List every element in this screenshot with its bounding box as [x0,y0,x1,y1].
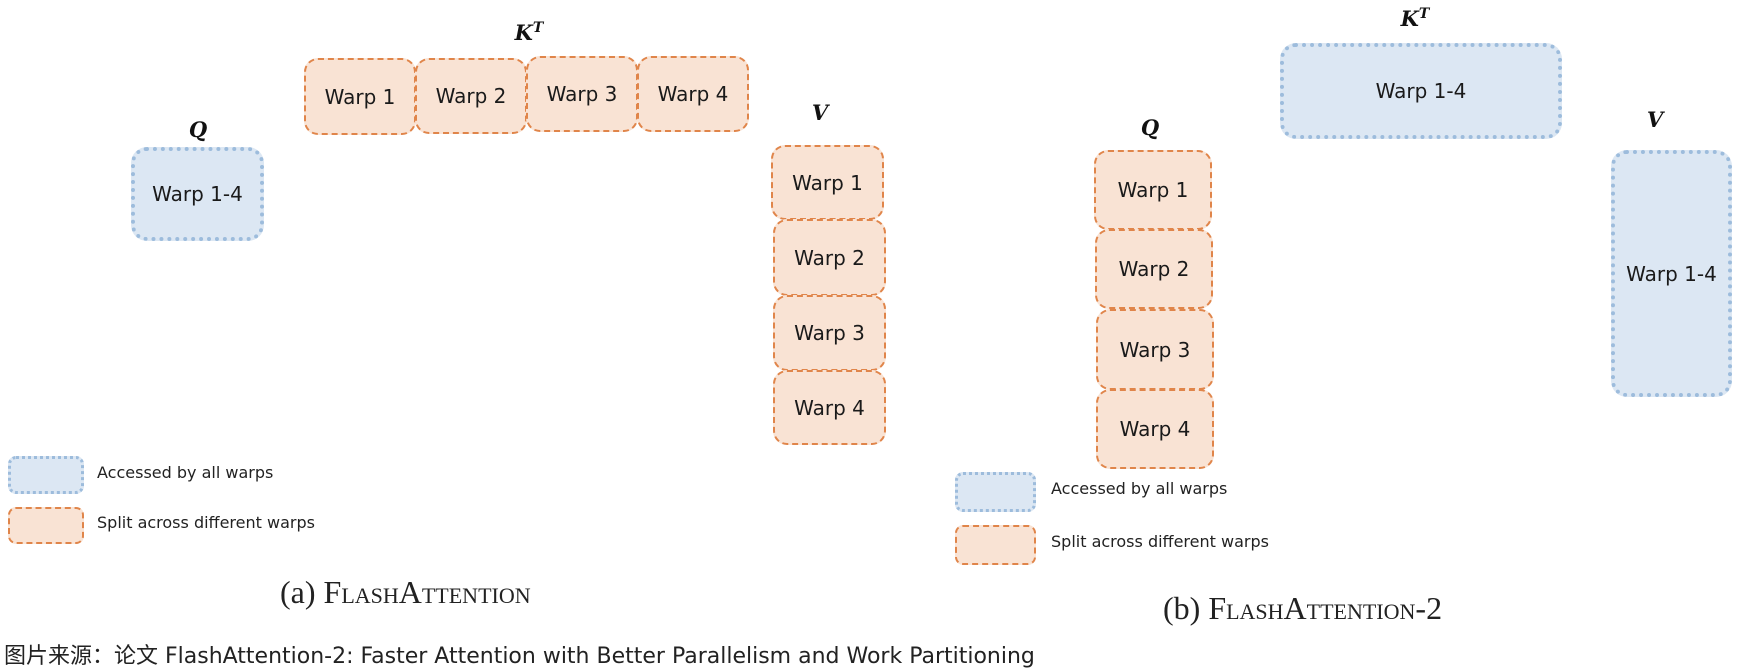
panel-b-q-block-3: Warp 3 [1096,309,1214,390]
panel-b-legend-shared-swatch [955,472,1036,512]
panel-b-q-label: Q [1140,115,1160,140]
panel-a-kt-block-1: Warp 1 [304,58,416,135]
source-note: 图片来源：论文 FlashAttention-2: Faster Attenti… [4,644,1035,669]
panel-a-q-block: Warp 1-4 [131,147,264,241]
panel-b-v-block: Warp 1-4 [1611,150,1732,397]
panel-b-legend-shared-label: Accessed by all warps [1051,479,1228,498]
panel-b-v-label: V [1646,107,1664,132]
panel-a-v-block-3: Warp 3 [773,295,886,371]
panel-b-q-block-4: Warp 4 [1096,389,1214,469]
panel-a-q-label: Q [188,117,208,142]
panel-a-kt-label: KT [514,20,544,45]
panel-b-legend-split-label: Split across different warps [1051,532,1269,551]
panel-a-v-label: V [811,100,829,125]
panel-a-legend-split-swatch [8,507,84,544]
panel-b-q-block-2: Warp 2 [1095,229,1213,309]
panel-a-v-block-1: Warp 1 [771,145,884,220]
panel-a-kt-block-4: Warp 4 [637,56,749,132]
panel-a-v-block-2: Warp 2 [773,219,886,296]
panel-b-legend-split-swatch [955,525,1036,565]
panel-a-v-block-4: Warp 4 [773,370,886,445]
panel-a-caption: (a) FlashAttention [280,574,531,610]
panel-a-legend-shared-swatch [8,456,84,494]
panel-a-legend-split-label: Split across different warps [97,513,315,532]
panel-a-kt-block-2: Warp 2 [415,58,527,134]
panel-b-q-block-1: Warp 1 [1094,150,1212,230]
panel-a-legend-shared-label: Accessed by all warps [97,463,274,482]
panel-a-kt-block-3: Warp 3 [526,56,638,132]
panel-b-kt-block: Warp 1-4 [1280,43,1562,139]
panel-b-caption: (b) FlashAttention-2 [1163,590,1443,626]
panel-b-kt-label: KT [1400,6,1430,31]
